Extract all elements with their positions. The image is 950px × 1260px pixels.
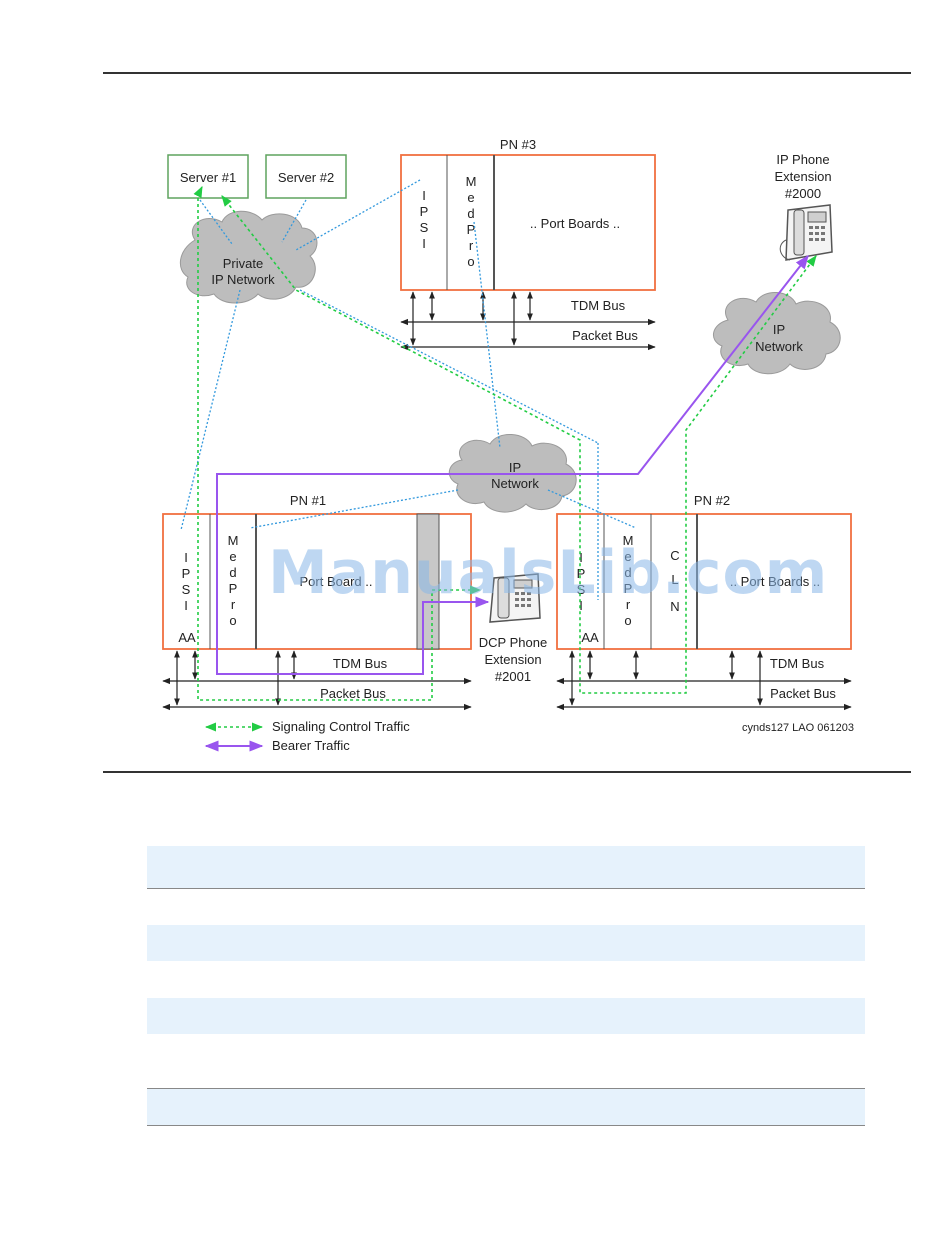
server-1-label: Server #1 — [180, 170, 236, 185]
private-ip-network-cloud: Private IP Network — [179, 210, 318, 304]
server-1: Server #1 — [167, 154, 249, 199]
table-divider — [147, 888, 865, 889]
ip-network-cloud-right: IP Network — [713, 292, 841, 375]
legend-signaling-label: Signaling Control Traffic — [272, 719, 410, 734]
table-divider — [147, 1088, 865, 1089]
table-row — [147, 1089, 865, 1125]
table-row — [147, 925, 865, 961]
ip-network-center-label-1: IP — [509, 460, 521, 475]
svg-text:I: I — [422, 236, 426, 251]
ip-phone-icon — [779, 204, 833, 261]
pn1-ipsi-board: I P S I AA — [178, 550, 196, 645]
private-network-label-2: IP Network — [211, 272, 275, 287]
ip-phone-2000: IP Phone Extension #2000 — [774, 152, 833, 261]
ip-network-right-label-2: Network — [755, 339, 803, 354]
pn2-label: PN #2 — [694, 493, 730, 508]
pn2-packet-bus-label: Packet Bus — [770, 686, 836, 701]
svg-text:M: M — [228, 533, 239, 548]
table-divider — [147, 1125, 865, 1126]
table-row — [147, 846, 865, 888]
svg-text:r: r — [231, 597, 236, 612]
svg-text:Extension: Extension — [774, 169, 831, 184]
svg-text:P: P — [467, 222, 476, 237]
ip-network-center-label-2: Network — [491, 476, 539, 491]
svg-text:S: S — [420, 220, 429, 235]
svg-text:#2001: #2001 — [495, 669, 531, 684]
svg-text:P: P — [420, 204, 429, 219]
pn3-tdm-bus-label: TDM Bus — [571, 298, 626, 313]
svg-text:DCP Phone: DCP Phone — [479, 635, 547, 650]
svg-text:e: e — [467, 190, 474, 205]
legend: Signaling Control Traffic Bearer Traffic — [204, 719, 410, 753]
figure-id: cynds127 LAO 061203 — [742, 722, 854, 734]
svg-text:Extension: Extension — [484, 652, 541, 667]
bottom-rule — [103, 771, 911, 773]
svg-text:S: S — [182, 582, 191, 597]
pn3-packet-bus-label: Packet Bus — [572, 328, 638, 343]
pn2-aa-label: AA — [581, 630, 599, 645]
network-diagram: Server #1 Server #2 Private IP Network I… — [162, 137, 854, 753]
pn3-port-boards: .. Port Boards .. — [530, 216, 620, 231]
pn1-label: PN #1 — [290, 493, 326, 508]
top-rule — [103, 72, 911, 74]
pn3-label: PN #3 — [500, 137, 536, 152]
server-2-label: Server #2 — [278, 170, 334, 185]
svg-text:I: I — [184, 598, 188, 613]
svg-text:e: e — [229, 549, 236, 564]
table-row — [147, 998, 865, 1034]
pn1-aa-label: AA — [178, 630, 196, 645]
svg-text:o: o — [229, 613, 236, 628]
svg-text:P: P — [182, 566, 191, 581]
private-network-label-1: Private — [223, 256, 263, 271]
svg-text:o: o — [624, 613, 631, 628]
svg-text:o: o — [467, 254, 474, 269]
pn2-tdm-bus-label: TDM Bus — [770, 656, 825, 671]
svg-text:P: P — [229, 581, 238, 596]
pn1-tdm-bus-label: TDM Bus — [333, 656, 388, 671]
svg-text:r: r — [469, 238, 474, 253]
server-2: Server #2 — [265, 154, 347, 199]
watermark: ManualsLib.com — [268, 538, 829, 608]
svg-text:I: I — [184, 550, 188, 565]
pn1-packet-bus-label: Packet Bus — [320, 686, 386, 701]
legend-bearer-label: Bearer Traffic — [272, 738, 350, 753]
svg-text:d: d — [229, 565, 236, 580]
svg-text:#2000: #2000 — [785, 186, 821, 201]
svg-text:IP Phone: IP Phone — [776, 152, 829, 167]
bearer-path — [216, 254, 809, 675]
svg-text:d: d — [467, 206, 474, 221]
svg-text:M: M — [466, 174, 477, 189]
pn3-cabinet: PN #3 I P S I M e d P r o .. Port Boards… — [400, 137, 656, 351]
ip-network-right-label-1: IP — [773, 322, 785, 337]
svg-text:I: I — [422, 188, 426, 203]
